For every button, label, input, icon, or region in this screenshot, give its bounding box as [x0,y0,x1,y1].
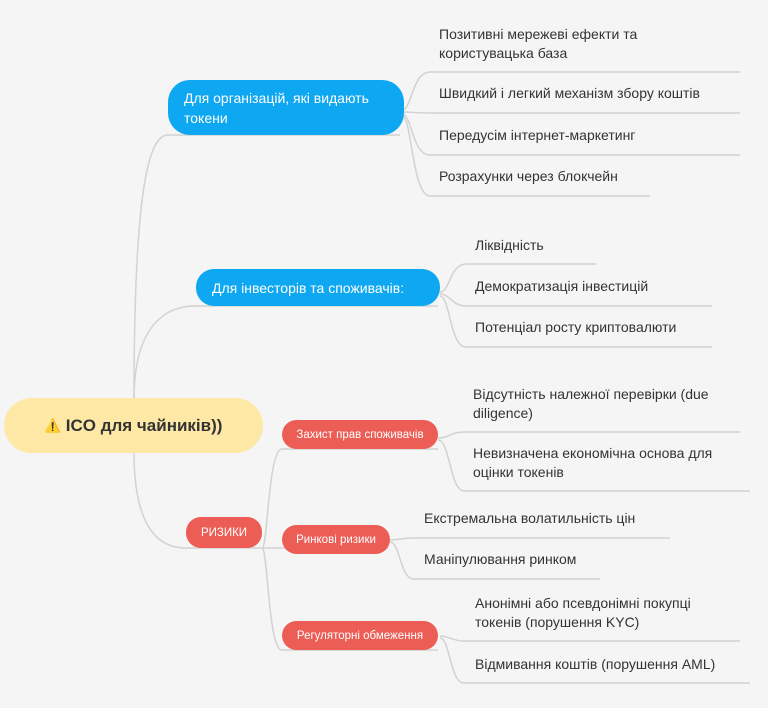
leaf-orgs-1[interactable]: Позитивні мережеві ефекти та користуваць… [439,25,719,63]
leaf-investors-2[interactable]: Демократизація інвестицій [475,277,715,296]
leaf-text: Ліквідність [475,237,544,253]
leaf-text: Швидкий і легкий механізм збору коштів [439,85,700,101]
root-topic[interactable]: ⚠️ ICO для чайників)) [4,398,263,453]
connector-consumer-leaf1 [437,431,740,439]
branch-investors-label: Для інвесторів та споживачів: [212,279,405,296]
leaf-text: Відсутність належної перевірки (due dili… [473,386,709,421]
leaf-market-2[interactable]: Маніпулювання ринком [424,550,684,569]
leaf-regulatory-1[interactable]: Анонімні або псевдонімні покупці токенів… [475,594,735,632]
leaf-orgs-4[interactable]: Розрахунки через блокчейн [439,167,739,186]
leaf-text: Передусім інтернет-маркетинг [439,127,636,143]
connector-market-leaf2 [389,541,600,580]
leaf-market-1[interactable]: Екстремальна волатильність цін [424,509,684,528]
connector-root-investors [133,305,438,401]
connector-root-risks [133,451,262,549]
risk-group-consumer[interactable]: Захист прав споживачів [282,420,438,449]
connector-investors-leaf2 [439,293,712,307]
leaf-text: Розрахунки через блокчейн [439,168,618,184]
warning-icon: ⚠️ [44,417,61,433]
branch-orgs[interactable]: Для організацій, які видають токени [168,80,404,135]
branch-orgs-label: Для організацій, які видають токени [184,89,369,126]
connector-risks-regulatory [261,547,438,651]
leaf-text: Екстремальна волатильність цін [424,510,636,526]
leaf-text: Відмивання коштів (порушення AML) [475,656,716,672]
branch-risks[interactable]: РИЗИКИ [186,517,262,548]
leaf-orgs-2[interactable]: Швидкий і легкий механізм збору коштів [439,84,739,103]
leaf-text: Демократизація інвестицій [475,278,649,294]
risk-group-consumer-label: Захист прав споживачів [296,428,424,441]
leaf-text: Маніпулювання ринком [424,551,577,567]
leaf-investors-3[interactable]: Потенціал росту криптовалюти [475,318,715,337]
branch-investors[interactable]: Для інвесторів та споживачів: [196,269,440,306]
leaf-regulatory-2[interactable]: Відмивання коштів (порушення AML) [475,655,755,674]
connector-investors-leaf1 [439,263,596,293]
connector-regulatory-leaf2 [439,637,750,684]
connector-market-leaf1 [389,537,670,541]
root-label: ICO для чайників)) [65,415,223,435]
risk-group-market[interactable]: Ринкові ризики [282,525,390,554]
connector-orgs-leaf2 [401,111,740,114]
leaf-consumer-2[interactable]: Невизначена економічна основа для оцінки… [473,444,753,482]
leaf-text: Позитивні мережеві ефекти та користуваць… [439,26,638,61]
connector-consumer-leaf2 [437,439,750,492]
connector-orgs-leaf3 [401,113,740,156]
connector-root-orgs [133,134,400,401]
connector-orgs-leaf4 [401,115,650,197]
risk-group-market-label: Ринкові ризики [296,533,376,546]
connector-orgs-leaf1 [401,71,740,111]
leaf-investors-1[interactable]: Ліквідність [475,236,715,255]
risk-group-regulatory[interactable]: Регуляторні обмеження [282,621,438,650]
leaf-consumer-1[interactable]: Відсутність належної перевірки (due dili… [473,385,753,423]
connector-investors-leaf3 [439,295,712,348]
connector-regulatory-leaf1 [439,635,740,642]
leaf-text: Невизначена економічна основа для оцінки… [473,445,713,480]
branch-risks-label: РИЗИКИ [200,526,248,539]
connector-risks-consumer [261,448,438,549]
leaf-text: Анонімні або псевдонімні покупці токенів… [475,595,691,630]
risk-group-regulatory-label: Регуляторні обмеження [296,629,424,642]
leaf-text: Потенціал росту криптовалюти [475,319,677,335]
leaf-orgs-3[interactable]: Передусім інтернет-маркетинг [439,126,739,145]
